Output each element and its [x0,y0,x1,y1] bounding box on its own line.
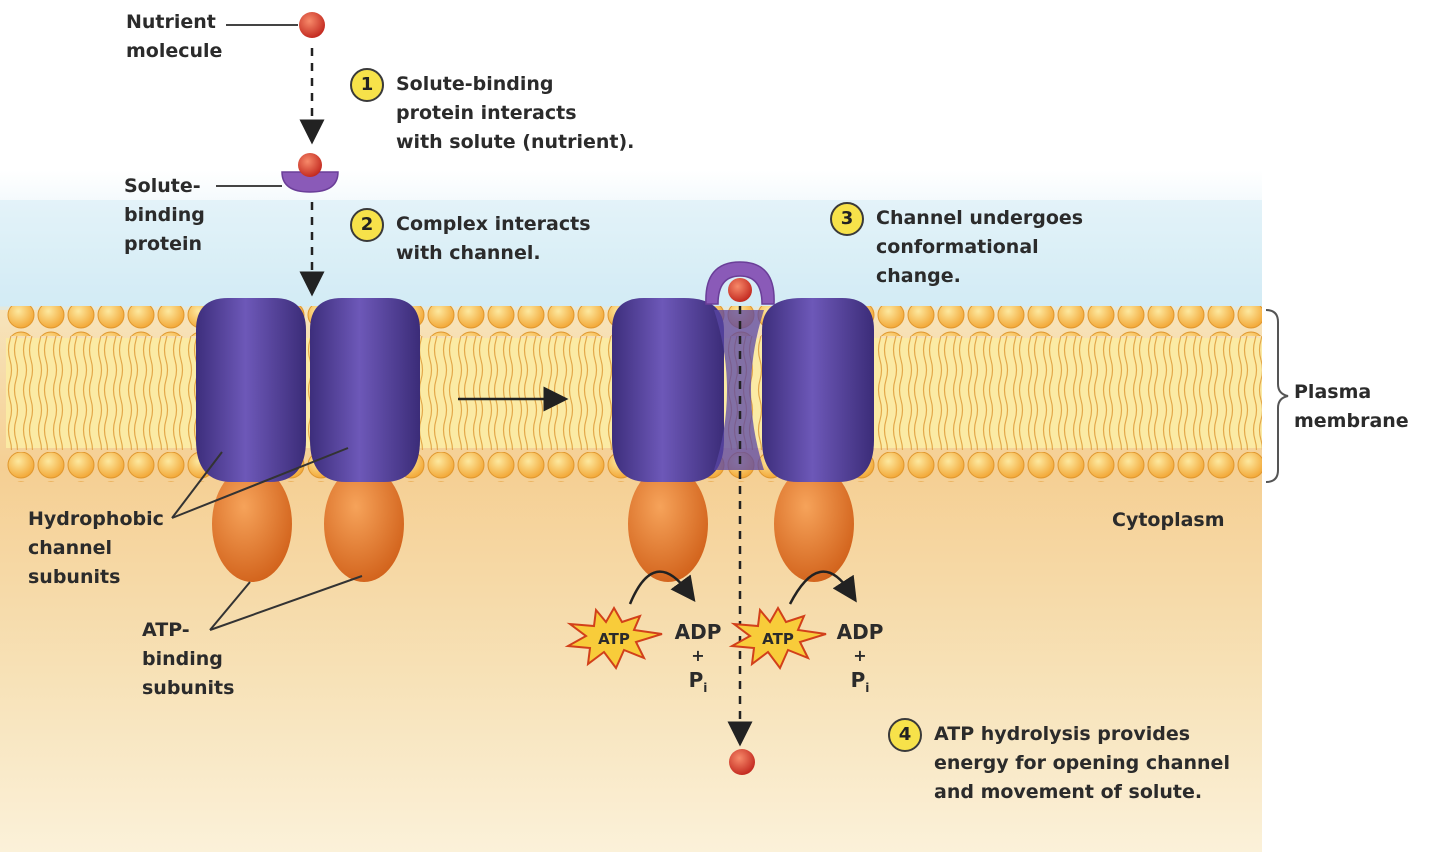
nutrient-molecule [299,12,325,38]
plus-sign-left: + [691,646,705,665]
atp-starburst-left: ATP [564,605,663,670]
channel-subunit-right-a [612,298,724,482]
extracellular-tint [0,200,1262,310]
atp-starburst-right: ATP [728,605,827,670]
atp-binding-subunit-right-b [774,466,854,582]
step-1-text: Solute-binding protein interacts with so… [396,73,635,153]
plasma-membrane-label: Plasma membrane [1294,381,1409,432]
channel-subunit-left-a [196,298,306,482]
pi-label-left: Pi [688,668,708,695]
adp-pi-left: ADP + Pi [668,618,728,702]
atp-label-right: ATP [762,630,794,648]
channel-subunit-left-b [310,298,420,482]
step-1-badge: 1 [350,68,384,102]
adp-pi-right: ADP + Pi [830,618,890,702]
atp-binding-subunit-left-b [324,466,404,582]
hydrolysis-arrow-right [788,570,857,605]
atp-binding-leader-lines [209,575,363,631]
atp-binding-subunit-left-a [212,466,292,582]
docked-solute [728,278,752,302]
bound-solute [298,153,322,177]
step-4-text: ATP hydrolysis provides energy for openi… [934,723,1230,803]
membrane-brace [1265,309,1289,483]
hydrolysis-arrow-left [628,570,696,605]
hydrophobic-leader-lines [171,447,349,519]
plus-sign-right: + [853,646,867,665]
hydrophobic-channel-label: Hydrophobic channel subunits [28,508,164,588]
docked-binding-protein [705,261,775,305]
step-4-badge: 4 [888,718,922,752]
solute-binding-protein-label: Solute- binding protein [124,175,205,255]
adp-label-right: ADP [836,620,884,644]
cytoplasm-label: Cytoplasm [1112,509,1225,531]
step-3-text: Channel undergoes conformational change. [876,207,1084,287]
atp-binding-subunit-right-a [628,466,708,582]
released-solute [729,749,755,775]
atp-label-left: ATP [598,630,630,648]
step-2-text: Complex interacts with channel. [396,213,591,264]
channel-subunit-right-b [762,298,874,482]
nutrient-molecule-label: Nutrient molecule [126,11,223,62]
step-3-badge: 3 [830,202,864,236]
pi-label-right: Pi [850,668,870,695]
solute-binding-protein [281,171,339,193]
atp-binding-subunits-label: ATP- binding subunits [142,619,235,699]
step-2-badge: 2 [350,208,384,242]
open-channel-pore [714,310,764,470]
adp-label-left: ADP [674,620,722,644]
